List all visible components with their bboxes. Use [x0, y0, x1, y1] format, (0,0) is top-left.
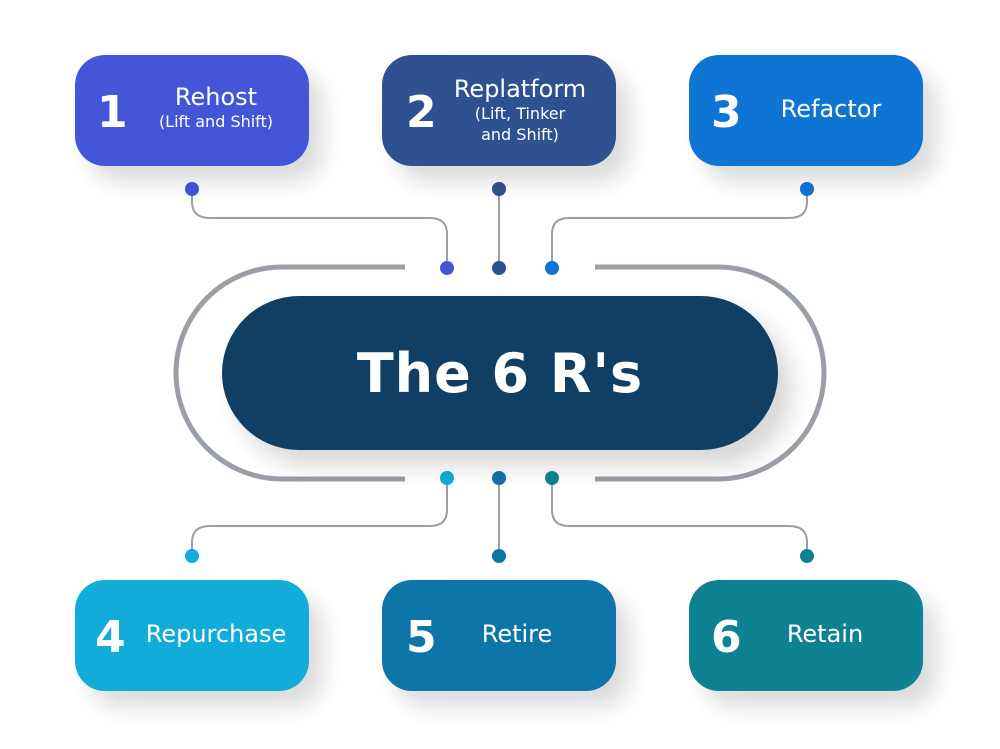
- strategy-text: Replatform (Lift, Tinker and Shift): [440, 75, 600, 145]
- dot-4-card: [185, 549, 199, 563]
- strategy-title: Rehost: [174, 83, 258, 111]
- strategy-text: Retire: [452, 620, 582, 648]
- connector-6: [551, 478, 808, 556]
- dot-1-hub: [440, 261, 454, 275]
- strategy-text: Rehost (Lift and Shift): [135, 83, 297, 132]
- strategy-card-repurchase: 4 Repurchase: [75, 580, 309, 691]
- connector-4: [191, 478, 448, 556]
- strategy-subtitle: (Lift and Shift): [158, 112, 274, 131]
- strategy-subtitle-line2: and Shift): [481, 125, 559, 144]
- strategy-card-retire: 5 Retire: [382, 580, 616, 691]
- strategy-number: 1: [97, 87, 128, 138]
- strategy-text: Retain: [755, 620, 895, 648]
- strategy-number: 3: [711, 87, 742, 138]
- strategy-title: Retire: [481, 620, 553, 648]
- dot-6-hub: [545, 471, 559, 485]
- dot-2-card: [492, 182, 506, 196]
- strategy-number: 5: [406, 612, 437, 663]
- connector-3: [551, 189, 808, 268]
- strategy-text: Refactor: [755, 95, 907, 123]
- strategy-title: Replatform: [453, 75, 587, 103]
- strategy-card-rehost: 1 Rehost (Lift and Shift): [75, 55, 309, 166]
- strategy-text: Repurchase: [133, 620, 299, 648]
- strategy-title: Refactor: [780, 95, 882, 123]
- strategy-title: Repurchase: [145, 620, 287, 648]
- strategy-number: 6: [711, 612, 742, 663]
- strategy-subtitle-line1: (Lift, Tinker: [474, 104, 566, 123]
- dot-3-card: [800, 182, 814, 196]
- dot-4-hub: [440, 471, 454, 485]
- outer-arc-right: [595, 264, 827, 482]
- strategy-title: Retain: [786, 620, 864, 648]
- strategy-card-replatform: 2 Replatform (Lift, Tinker and Shift): [382, 55, 616, 166]
- outer-arc-left: [173, 264, 405, 482]
- strategy-card-retain: 6 Retain: [689, 580, 923, 691]
- dot-6-card: [800, 549, 814, 563]
- strategy-number: 4: [95, 612, 126, 663]
- dot-1-card: [185, 182, 199, 196]
- dot-2-hub: [492, 261, 506, 275]
- connector-1: [191, 189, 448, 268]
- dot-5-hub: [492, 471, 506, 485]
- center-title: The 6 R's: [356, 341, 644, 405]
- dot-3-hub: [545, 261, 559, 275]
- strategy-number: 2: [406, 87, 437, 138]
- strategy-card-refactor: 3 Refactor: [689, 55, 923, 166]
- dot-5-card: [492, 549, 506, 563]
- center-hub: The 6 R's: [222, 296, 778, 450]
